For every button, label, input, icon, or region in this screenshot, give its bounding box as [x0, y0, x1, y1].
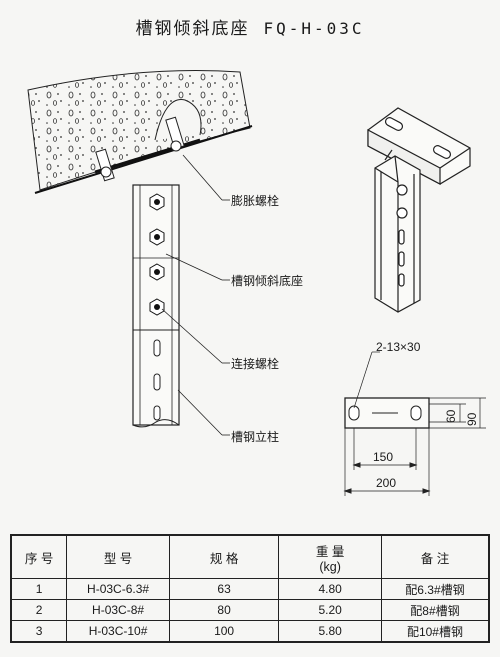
header-spec: 规 格 — [168, 534, 280, 579]
concrete-ceiling — [27, 69, 253, 194]
label-connecting-bolt: 连接螺栓 — [231, 357, 280, 371]
technical-drawing — [27, 69, 486, 496]
cell-spec: 80 — [168, 599, 280, 621]
dim-150: 150 — [373, 450, 394, 464]
cell-remark: 配8#槽钢 — [380, 599, 490, 621]
title-name: 槽钢倾斜底座 — [135, 19, 250, 39]
table-row: 3 H-03C-10# 100 5.80 配10#槽钢 — [10, 620, 490, 643]
leader-lines — [161, 154, 230, 436]
header-serial: 序 号 — [10, 534, 68, 579]
label-channel-base: 槽钢倾斜底座 — [231, 274, 304, 288]
cell-remark: 配10#槽钢 — [380, 620, 490, 643]
cell-model: H-03C-6.3# — [66, 578, 170, 600]
dim-60: 60 — [444, 409, 458, 423]
tilted-base-plate — [94, 116, 201, 182]
header-model: 型 号 — [66, 534, 170, 579]
cell-spec: 100 — [168, 620, 280, 643]
cell-serial: 1 — [10, 578, 68, 600]
cell-spec: 63 — [168, 578, 280, 600]
spec-table: 序 号 型 号 规 格 重 量 (kg) 备 注 1 H-03C-6.3# 63… — [10, 534, 490, 643]
cell-model: H-03C-8# — [66, 599, 170, 621]
cell-weight: 5.80 — [278, 620, 382, 643]
table-header-row: 序 号 型 号 规 格 重 量 (kg) 备 注 — [10, 534, 490, 579]
table-row: 2 H-03C-8# 80 5.20 配8#槽钢 — [10, 599, 490, 621]
label-channel-column: 槽钢立柱 — [231, 430, 280, 444]
cell-weight: 4.80 — [278, 578, 382, 600]
header-remark: 备 注 — [380, 534, 490, 579]
header-weight: 重 量 (kg) — [278, 534, 382, 579]
channel-column — [132, 184, 180, 428]
dim-holes: 2-13×30 — [376, 340, 421, 354]
isometric-base-view — [367, 107, 471, 313]
cell-serial: 2 — [10, 599, 68, 621]
dim-90: 90 — [465, 412, 479, 426]
plate-plan-view — [343, 351, 486, 496]
dim-200: 200 — [376, 476, 397, 490]
title-code: FQ-H-03C — [263, 19, 365, 38]
cell-weight: 5.20 — [278, 599, 382, 621]
drawing-title: 槽钢倾斜底座 FQ-H-03C — [0, 14, 500, 39]
cell-model: H-03C-10# — [66, 620, 170, 643]
cell-remark: 配6.3#槽钢 — [380, 578, 490, 600]
table-row: 1 H-03C-6.3# 63 4.80 配6.3#槽钢 — [10, 578, 490, 600]
label-expansion-bolt: 膨胀螺栓 — [231, 194, 280, 208]
cell-serial: 3 — [10, 620, 68, 643]
